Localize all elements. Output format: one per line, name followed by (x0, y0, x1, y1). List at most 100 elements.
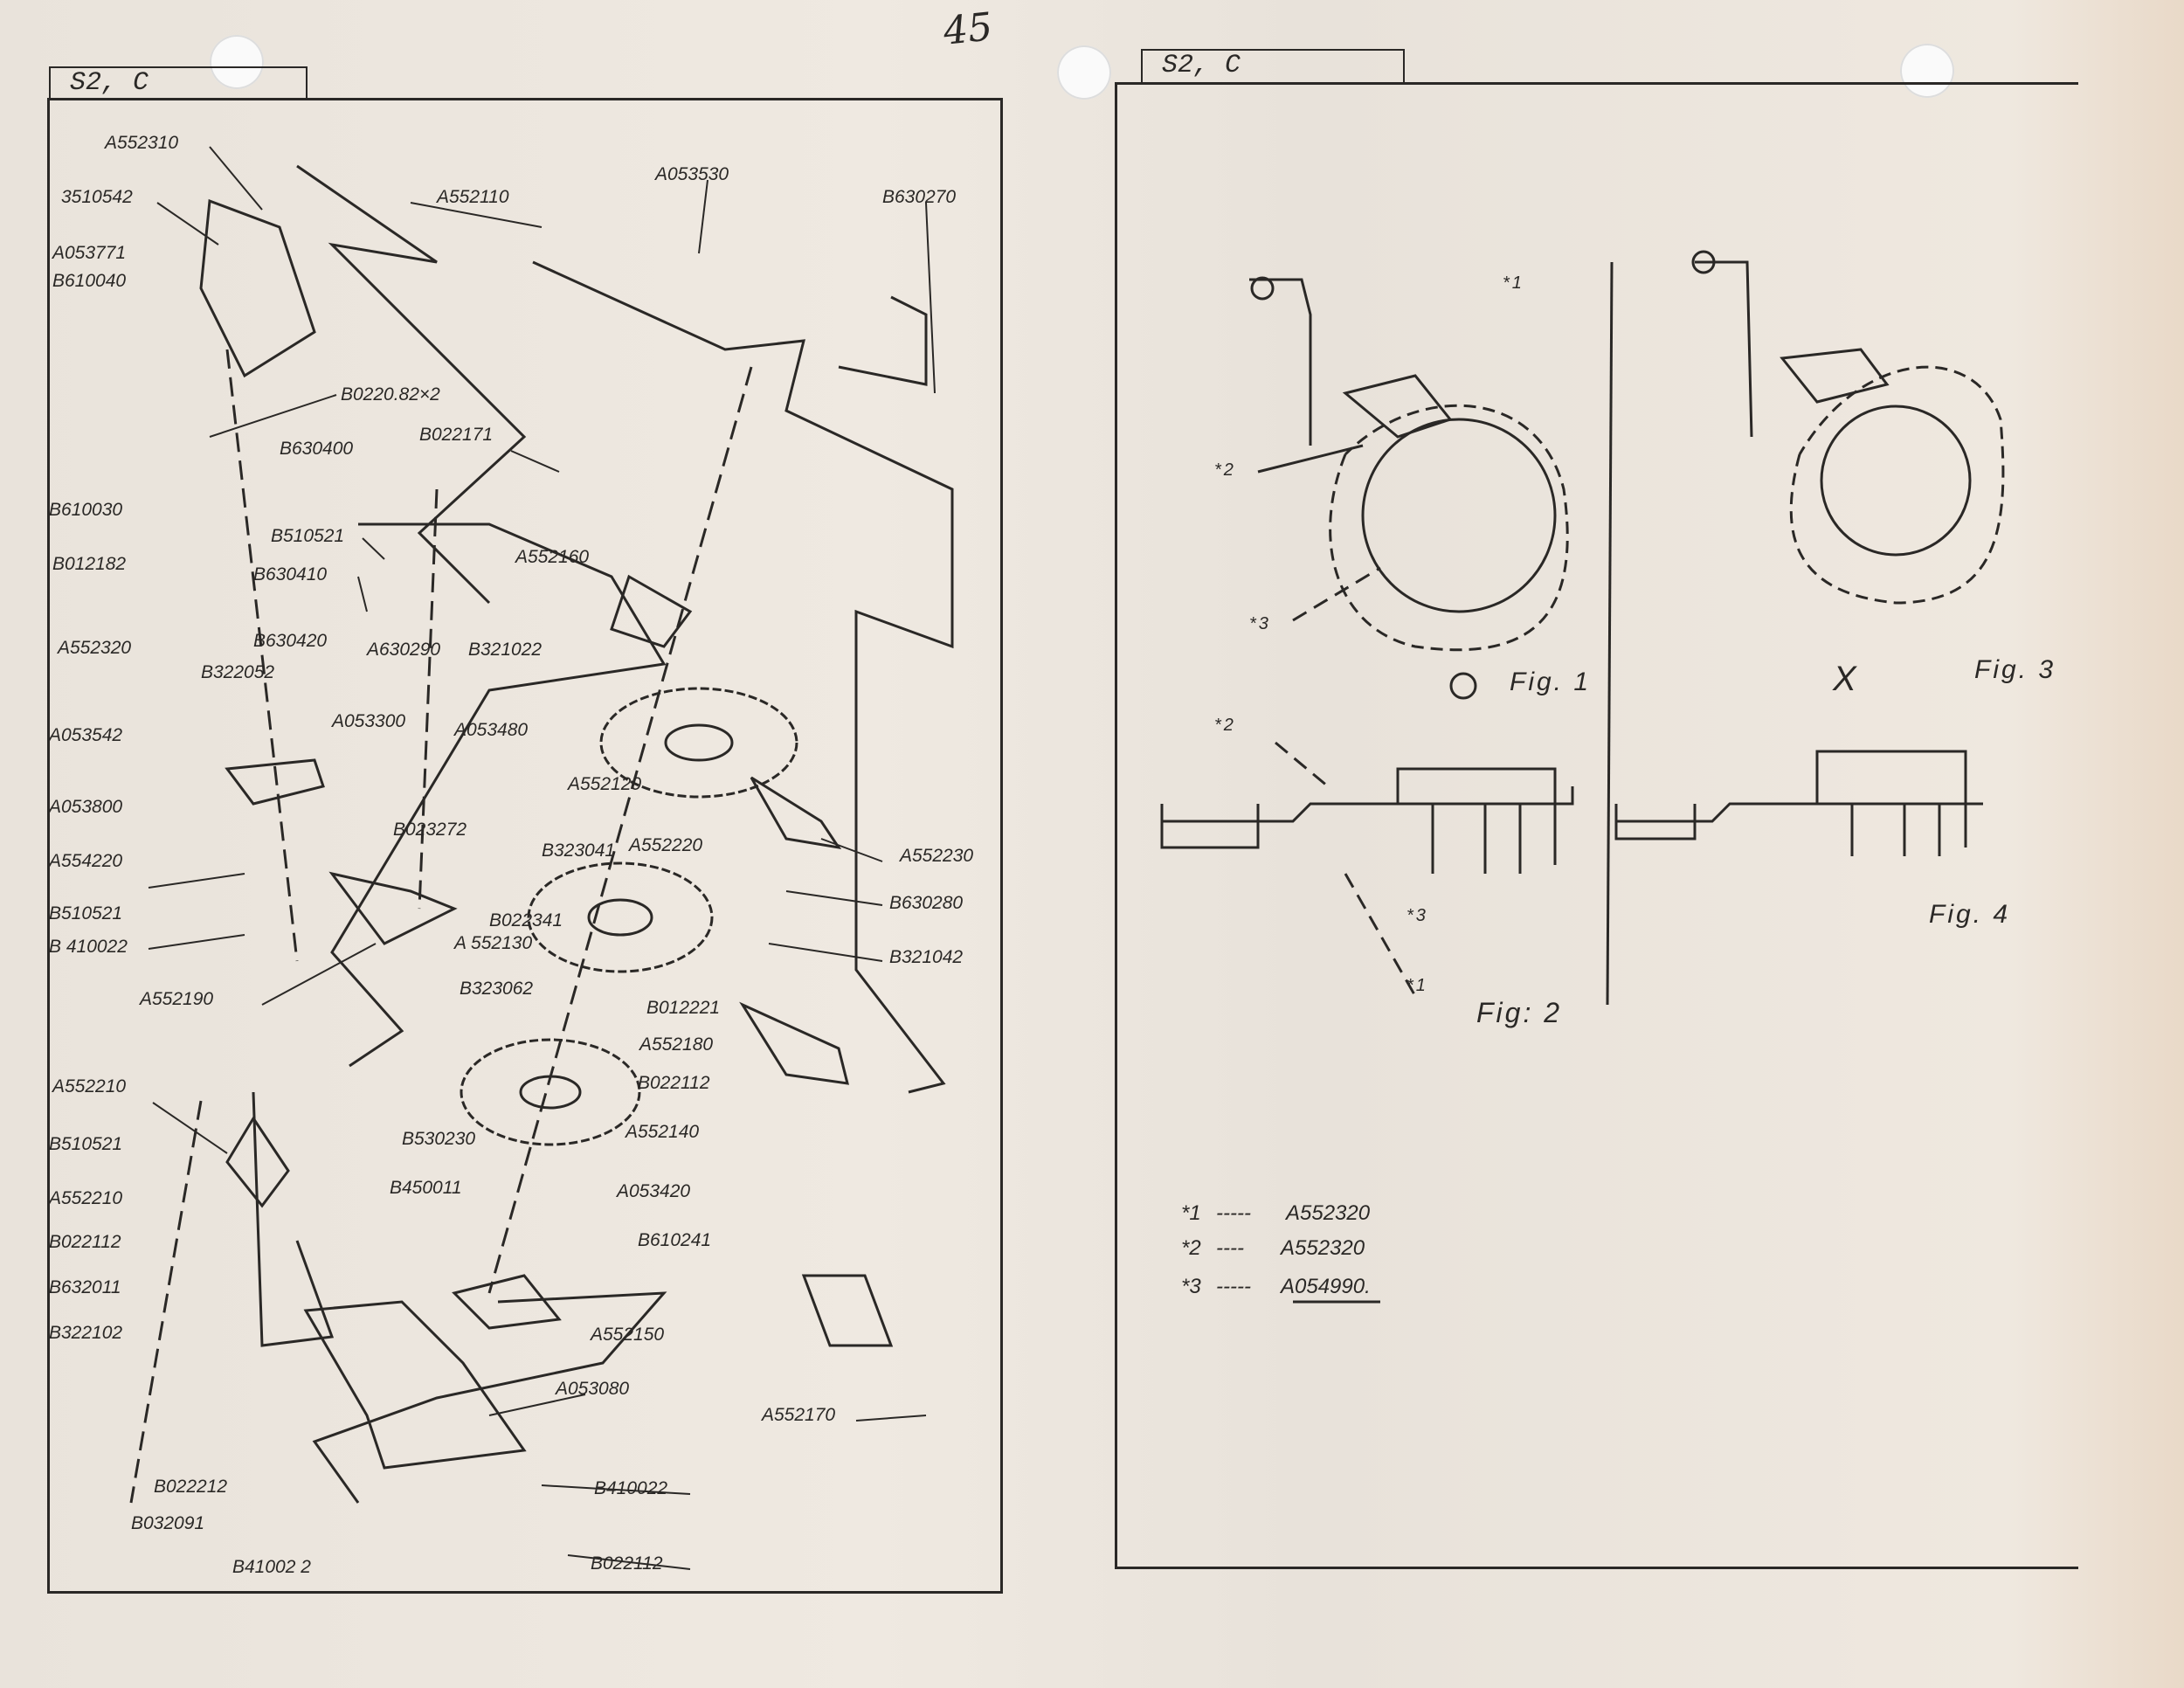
part-label: B322102 (49, 1323, 122, 1343)
part-label: B530230 (402, 1129, 475, 1149)
part-label: B022112 (49, 1232, 121, 1252)
part-A053080 (303, 1300, 527, 1470)
part-label: B321042 (889, 947, 963, 967)
fig4-section (1614, 750, 1967, 847)
part-label: B0220.82×2 (341, 384, 440, 405)
fig2-callout-2: *2 (1214, 716, 1236, 735)
part-label: A053420 (615, 1181, 690, 1201)
legend-dash-2: ---- (1216, 1236, 1244, 1260)
part-label: A552180 (638, 1034, 713, 1055)
legend-part-1: A552320 (1284, 1201, 1371, 1225)
fig1-leader-2 (1292, 566, 1381, 622)
part-label: B321022 (468, 640, 542, 660)
ng-mark: X (1832, 660, 1859, 698)
part-label: B022112 (591, 1553, 663, 1574)
part-label: B023272 (393, 820, 467, 840)
fig1-disc (1361, 418, 1557, 613)
frame-outline-6 (312, 1291, 667, 1504)
part-label: A552220 (627, 835, 702, 855)
fig1-lever (1249, 278, 1312, 446)
gear-A552140 (460, 1038, 641, 1146)
part-label: A053771 (51, 243, 126, 263)
punch-hole-left (210, 35, 264, 89)
gear-A552130 (527, 861, 714, 973)
part-label: B510521 (49, 1134, 122, 1154)
part-A554220 (225, 758, 325, 806)
part-label: A053542 (47, 725, 122, 745)
right-diagram-frame (1115, 82, 2078, 1569)
part-label: B610241 (638, 1230, 711, 1250)
part-label: B630420 (253, 631, 327, 651)
gear-hub-2 (587, 898, 653, 937)
figure-divider (1606, 261, 1614, 1006)
part-label: A552210 (51, 1076, 126, 1097)
right-sheet-tab: S2, C (1141, 49, 1405, 84)
part-label: B022341 (489, 910, 563, 930)
part-label: B022212 (154, 1477, 227, 1497)
part-label: B410022 (594, 1478, 667, 1498)
fig3-pivot (1691, 250, 1716, 274)
part-label: A552230 (898, 846, 973, 866)
part-label: B610040 (52, 271, 126, 291)
part-label: B032091 (131, 1513, 204, 1533)
part-label: A552320 (56, 638, 131, 658)
legend-key-1: *1 (1181, 1201, 1201, 1225)
frame-outline-4 (252, 1091, 335, 1347)
fig3-lever (1695, 260, 1753, 438)
fig2-body (1398, 786, 1574, 874)
part-A552150 (452, 1274, 562, 1330)
fig4-body (1817, 802, 1983, 856)
callout-legend: *1 ----- A552320 *2 ---- A552320 *3 ----… (1181, 1201, 1371, 1298)
punch-hole-right (1900, 44, 1954, 98)
fig1-label: Fig. 1 (1510, 668, 1591, 696)
part-A552190 (328, 871, 458, 945)
part-label: B022112 (638, 1073, 710, 1093)
punch-hole-center (1057, 45, 1111, 100)
part-label: A630290 (365, 640, 440, 660)
part-labels: A5523103510542A053771B610040B0220.82×2B6… (47, 133, 973, 1577)
gear-hub-3 (519, 1075, 582, 1110)
fig1-callout-2: *2 (1214, 460, 1236, 480)
part-label: A552210 (47, 1188, 122, 1208)
shaft-axis-3 (487, 366, 753, 1294)
left-diagram-frame (47, 98, 1003, 1594)
frame-outline-5 (330, 522, 667, 1068)
frame-outline-2 (532, 260, 954, 1094)
part-label: B610030 (49, 500, 122, 520)
part-A552170 (801, 1274, 894, 1347)
fig2-callout-1: *1 (1406, 976, 1428, 995)
fig1-hook (1342, 374, 1453, 439)
part-label: B322052 (201, 662, 274, 682)
fig1-leader (1257, 444, 1364, 474)
part-label: A053300 (330, 711, 405, 731)
part-label: B630410 (253, 564, 327, 585)
gear-hub-1 (664, 723, 734, 762)
part-label: A552150 (589, 1325, 664, 1345)
gear-A552120 (599, 687, 798, 799)
part-label: B450011 (390, 1178, 462, 1198)
part-label: B630400 (280, 439, 353, 459)
part-label: B323062 (460, 979, 533, 999)
part-label: B 410022 (49, 937, 128, 957)
part-label: 3510542 (61, 187, 133, 207)
part-A552160 (610, 574, 693, 648)
part-label: A 552130 (453, 933, 532, 953)
fig2-label: Fig: 2 (1476, 997, 1562, 1028)
ok-mark-shape (1449, 672, 1477, 700)
part-A552210 (225, 1116, 290, 1208)
fig1-outline (1329, 404, 1569, 652)
part-label: B632011 (49, 1277, 121, 1297)
part-label: B630280 (889, 893, 963, 913)
shaft-axis-2 (418, 488, 439, 910)
part-label: B012221 (646, 998, 720, 1018)
left-sheet-tab: S2, C (49, 66, 308, 100)
fig3-outline (1789, 365, 2005, 605)
part-label: B022171 (419, 425, 493, 445)
legend-part-3: A054990. (1279, 1275, 1371, 1298)
part-A552180 (739, 1001, 849, 1085)
part-label: A554220 (47, 851, 122, 871)
frame-outline-1 (296, 164, 527, 605)
frame-outline-3 (838, 295, 928, 386)
